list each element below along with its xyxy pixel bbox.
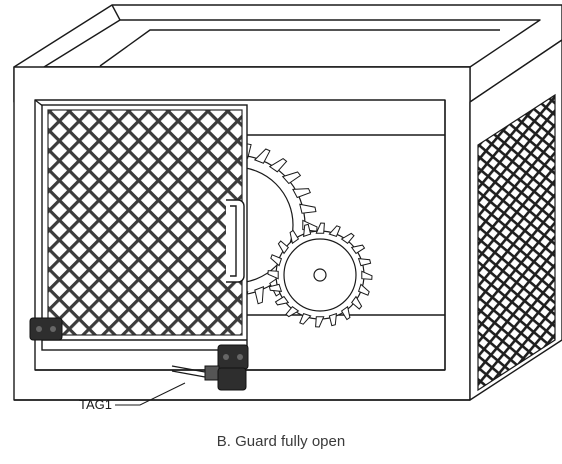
gear-tooth	[281, 171, 302, 185]
gear-tooth	[340, 305, 351, 321]
gear-tooth	[357, 283, 370, 296]
gear-tooth	[357, 258, 372, 267]
gear-tooth	[299, 312, 312, 325]
callout-leader	[115, 382, 186, 406]
gear-tooth	[270, 254, 283, 267]
interlock-switch-door	[29, 317, 63, 341]
gear-tooth	[340, 232, 355, 244]
side-mesh-panel	[477, 93, 556, 392]
gear-tooth	[292, 188, 311, 199]
gear-tooth	[361, 270, 373, 280]
gear-tooth	[268, 283, 283, 292]
gear-tooth	[268, 157, 288, 173]
door-handle[interactable]	[226, 199, 245, 283]
gear-tooth	[253, 148, 271, 164]
gear-tooth	[328, 312, 337, 327]
gear-tooth	[285, 306, 300, 318]
callout-tag: TAG1	[79, 397, 112, 412]
gear-tooth	[328, 225, 341, 238]
gear-tooth	[351, 295, 363, 310]
gear-tooth	[315, 222, 325, 234]
figure-caption: B. Guard fully open	[216, 433, 346, 450]
gear-tooth	[350, 244, 366, 255]
gear-tooth	[267, 270, 279, 280]
sliding-mesh-door[interactable]	[41, 104, 248, 351]
gear-tooth	[274, 295, 290, 306]
interlock-switch-frame	[217, 344, 249, 370]
gear-tooth	[254, 286, 264, 305]
small-gear	[267, 222, 373, 328]
gear-tooth	[277, 240, 289, 255]
actuator-key	[171, 365, 247, 391]
gear-tooth	[289, 229, 300, 245]
gear-tooth	[303, 223, 312, 238]
gear-tooth	[299, 203, 317, 214]
gear-tooth	[315, 316, 325, 328]
